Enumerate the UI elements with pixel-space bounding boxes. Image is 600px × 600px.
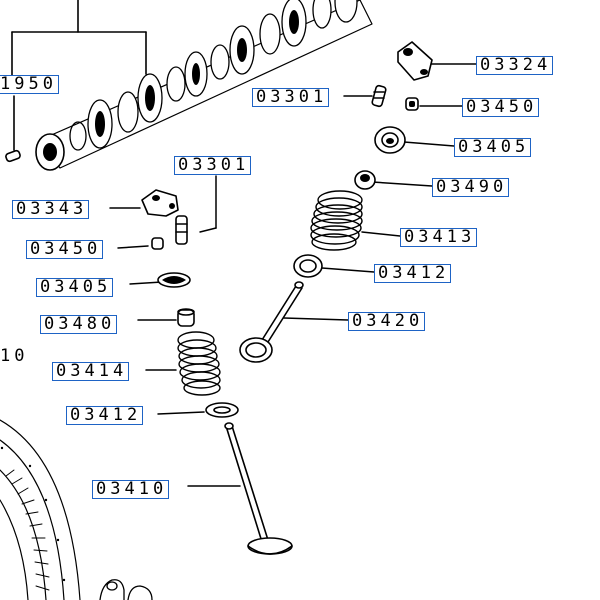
adjuster-screw-left <box>175 215 188 245</box>
bolt-heads <box>99 579 153 600</box>
callout-03343[interactable]: 03343 <box>12 200 90 219</box>
spring-seat-left <box>205 402 239 418</box>
callout-1950[interactable]: 1950 <box>0 74 59 94</box>
intake-valve <box>224 422 293 555</box>
valve-spring-left <box>177 331 221 396</box>
leader-lines <box>109 63 477 487</box>
callout-03324[interactable]: 03324 <box>476 56 554 75</box>
callout-03480[interactable]: 03480 <box>40 315 118 334</box>
timing-gear <box>0 419 81 600</box>
nut-left <box>151 237 164 250</box>
rocker-arm-left <box>141 189 179 217</box>
callout-03412-right[interactable]: 03412 <box>374 264 452 283</box>
valve-spring-right <box>310 190 363 251</box>
callout-03450-left[interactable]: 03450 <box>26 240 104 259</box>
callout-10[interactable]: 10 <box>0 346 30 366</box>
camshaft <box>35 0 373 171</box>
callout-03412-left[interactable]: 03412 <box>66 406 144 425</box>
callout-03490[interactable]: 03490 <box>432 178 510 197</box>
valve-seal-left <box>177 308 195 327</box>
callout-03405-right[interactable]: 03405 <box>454 138 532 157</box>
spring-retainer-right <box>374 126 406 154</box>
callout-03301-left[interactable]: 03301 <box>174 156 252 175</box>
spring-seat-right <box>293 254 323 278</box>
callout-03420[interactable]: 03420 <box>348 312 426 331</box>
camshaft-bracket-lines <box>11 0 147 77</box>
adjuster-screw-right <box>371 84 387 108</box>
callout-03414[interactable]: 03414 <box>52 362 130 381</box>
callout-03405-left[interactable]: 03405 <box>36 278 114 297</box>
callout-03450-right[interactable]: 03450 <box>462 98 540 117</box>
callout-03413[interactable]: 03413 <box>400 228 478 247</box>
cotter-left <box>157 272 191 288</box>
dowel-pin <box>5 95 21 163</box>
valve-seal-right <box>354 170 376 190</box>
nut-right <box>405 97 419 111</box>
callout-03301-right[interactable]: 03301 <box>252 88 330 107</box>
exhaust-valve <box>239 281 304 363</box>
callout-03410[interactable]: 03410 <box>92 480 170 499</box>
rocker-arm-right <box>397 41 433 81</box>
